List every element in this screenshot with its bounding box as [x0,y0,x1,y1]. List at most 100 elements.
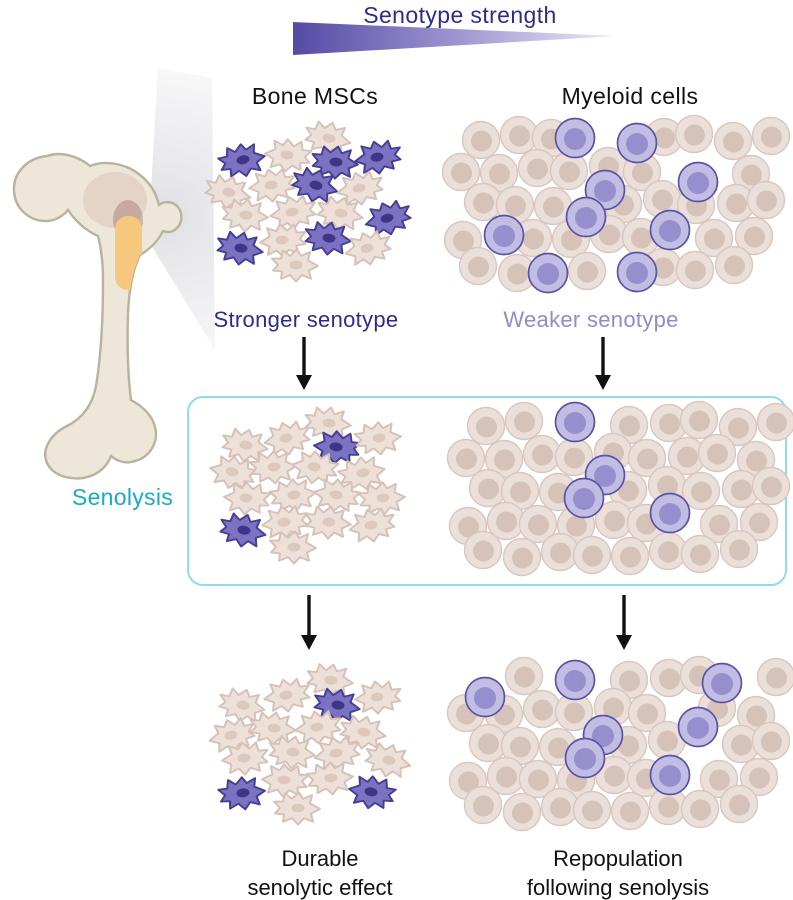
senotype-strength-gradient [293,22,617,55]
myeloid-cell [522,434,562,474]
myeloid-cell [594,500,634,540]
myeloid-cell-senescent [616,122,658,164]
msc-cell [316,195,364,231]
weaker-senotype-label: Weaker senotype [503,307,679,332]
myeloid-cell [504,401,544,441]
myeloid-cell-senescent [649,492,691,534]
myeloid-cell [627,693,667,733]
msc-cell [268,735,316,770]
msc-cell [344,230,392,266]
myeloid-cell [468,723,508,763]
myeloid-cell [681,471,721,511]
myeloid-cell [499,115,539,155]
myeloid-cluster-senolysis [446,400,793,577]
myeloid-cell [446,438,486,478]
myeloid-cell [518,759,558,799]
myeloid-cell-senescent [701,662,743,704]
msc-cell-senescent [304,221,352,256]
msc-cluster-top [204,120,412,283]
myeloid-cell [567,251,607,291]
outcome-line: Durable [281,846,359,871]
myeloid-cell [674,114,714,154]
msc-cell [348,507,396,543]
myeloid-cell [484,439,524,479]
down-arrow [301,595,317,650]
myeloid-cell [486,756,526,796]
myeloid-cell-senescent [565,196,607,238]
myeloid-cell [549,151,589,191]
myeloid-cell-senescent [527,252,569,294]
myeloid-cell [648,531,688,571]
myeloid-cell [756,657,793,697]
msc-cell [221,198,269,233]
myeloid-cell [642,179,682,219]
myeloid-cell-senescent [554,117,596,159]
myeloid-cell [461,120,501,160]
msc-cell [304,120,352,156]
msc-cell [209,455,258,490]
myeloid-cell-senescent [616,251,658,293]
myeloid-cell [649,403,689,443]
myeloid-cell-senescent [554,401,596,443]
msc-cluster-senolysis [209,406,406,565]
msc-cell-senescent [216,230,264,266]
outcome-line: Repopulation [553,846,683,871]
myeloid-cell [518,504,558,544]
myeloid-cell [468,468,508,508]
bone-head-shading [83,172,147,228]
msc-cell [259,223,307,258]
msc-cell [291,450,340,485]
myeloid-cell [610,791,650,831]
myeloid-cell [746,180,786,220]
flow-arrows [296,337,632,650]
msc-cell [268,478,317,513]
myeloid-cell [441,152,481,192]
down-arrow [296,337,312,390]
myeloid-cell [667,436,707,476]
msc-cell-senescent [219,512,267,548]
myeloid-cell [502,537,542,577]
myeloid-cell [463,182,503,222]
myeloid-cell [713,121,753,161]
msc-cell [261,505,309,540]
outcome-repopulation: Repopulation following senolysis [468,844,768,900]
myeloid-cell [540,787,580,827]
myeloid-cell [502,792,542,832]
myeloid-cell-senescent [677,706,719,748]
myeloid-cell [466,406,506,446]
myeloid-cluster-bottom [446,655,793,832]
msc-cell [313,735,361,771]
myeloid-cell-senescent [649,754,691,796]
myeloid-cell [497,253,537,293]
msc-cell-senescent [354,139,402,175]
myeloid-cell [719,529,759,569]
myeloid-cell [463,530,503,570]
myeloid-cell [751,721,791,761]
myeloid-cell [627,438,667,478]
myeloid-cell [675,250,715,290]
myeloid-cell [517,148,557,188]
msc-cell [313,478,362,513]
myeloid-cell [649,658,689,698]
msc-cell [339,714,387,750]
myeloid-cell [540,532,580,572]
myeloid-cell-senescent [649,209,691,251]
myeloid-cell [680,534,720,574]
myeloid-cell-senescent [564,737,606,779]
msc-cell [305,761,354,796]
msc-cell [353,421,402,456]
myeloid-cell [756,402,793,442]
msc-cell [336,170,384,206]
msc-cell [260,763,310,798]
myeloid-cell [572,535,612,575]
myeloid-cell [719,784,759,824]
msc-cell-senescent [217,776,266,811]
msc-cell [273,791,321,826]
down-arrow [616,595,632,650]
bone-zoom-beam [148,68,215,350]
msc-cell [271,248,319,283]
myeloid-cell [751,466,791,506]
msc-cell-senescent [311,145,359,180]
myeloid-cell [500,471,540,511]
senolysis-label: Senolysis [71,484,174,510]
